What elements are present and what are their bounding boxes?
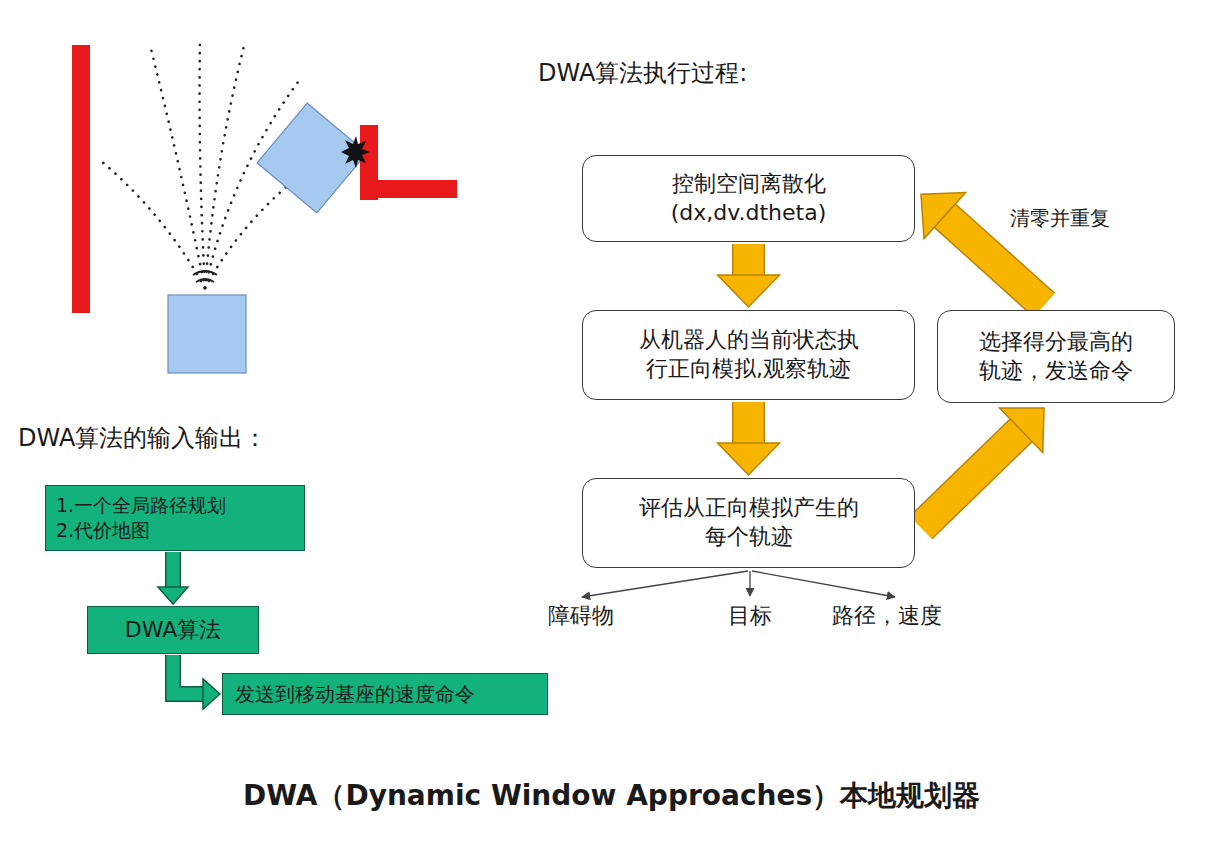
arrow-shaft	[173, 655, 204, 694]
leader-line	[749, 571, 750, 596]
flow-arrow	[718, 244, 780, 307]
arrow-outline	[173, 655, 204, 694]
node-text: 控制空间离散化 (dx,dv.dtheta)	[649, 170, 849, 227]
arrow-head	[718, 275, 780, 307]
criterion-label: 路径，速度	[832, 602, 942, 631]
trajectory	[150, 45, 205, 288]
arrow-outline	[732, 402, 765, 444]
arrow-shaft	[921, 430, 1022, 528]
node-text: 2.代价地图	[56, 518, 150, 543]
node-text: 选择得分最高的 轨迹，发送命令	[971, 328, 1141, 385]
l-obstacle	[360, 180, 457, 198]
wall-obstacle	[72, 45, 90, 313]
trajectory	[100, 160, 205, 288]
leader-line	[582, 571, 748, 597]
arrow-shaft	[734, 244, 764, 276]
process-box: 控制空间离散化 (dx,dv.dtheta)	[582, 155, 915, 242]
trajectory-arc	[196, 279, 214, 282]
criteria-leaders	[582, 571, 895, 597]
trajectory	[200, 40, 205, 288]
process-box: 选择得分最高的 轨迹，发送命令	[937, 310, 1175, 403]
arrow-outline	[732, 244, 765, 276]
algorithm-box: DWA算法	[87, 606, 259, 654]
node-text: 评估从正向模拟产生的 每个轨迹	[633, 494, 865, 551]
caption: DWA（Dynamic Window Approaches）本地规划器	[0, 778, 1223, 814]
collision-burst	[341, 136, 370, 168]
arrow-outline	[165, 552, 181, 588]
node-text: 1.一个全局路径规划	[56, 493, 226, 518]
section-heading: DWA算法的输入输出：	[18, 423, 267, 454]
node-text: 从机器人的当前状态执 行正向模拟,观察轨迹	[633, 326, 865, 383]
flow-arrow	[921, 408, 1044, 528]
process-box: 评估从正向模拟产生的 每个轨迹	[582, 478, 915, 568]
arrow-head	[718, 443, 780, 475]
criterion-label: 目标	[728, 602, 772, 631]
process-box: 从机器人的当前状态执 行正向模拟,观察轨迹	[582, 310, 915, 400]
arrow-head	[203, 679, 220, 709]
edge-label: 清零并重复	[1010, 205, 1110, 231]
arrow-shaft	[167, 552, 180, 588]
arrow-head	[1000, 408, 1045, 453]
flow-arrow	[718, 402, 780, 475]
arrow-outline	[921, 430, 1022, 528]
trajectory-arc	[193, 271, 217, 275]
output-box: 发送到移动基座的速度命令	[222, 673, 548, 715]
arrow-head	[158, 587, 188, 604]
flow-arrow	[173, 655, 220, 709]
robot	[168, 295, 246, 373]
input-box: 1.一个全局路径规划2.代价地图	[45, 485, 305, 551]
section-heading: DWA算法执行过程:	[538, 58, 747, 89]
arrow-shaft	[734, 402, 764, 444]
criterion-label: 障碍物	[548, 602, 614, 631]
leader-line	[752, 571, 895, 597]
node-text: 发送到移动基座的速度命令	[235, 681, 475, 707]
arrow-head	[921, 193, 966, 239]
trajectory	[205, 42, 245, 288]
flow-arrow	[158, 552, 188, 604]
node-text: DWA算法	[125, 616, 222, 645]
